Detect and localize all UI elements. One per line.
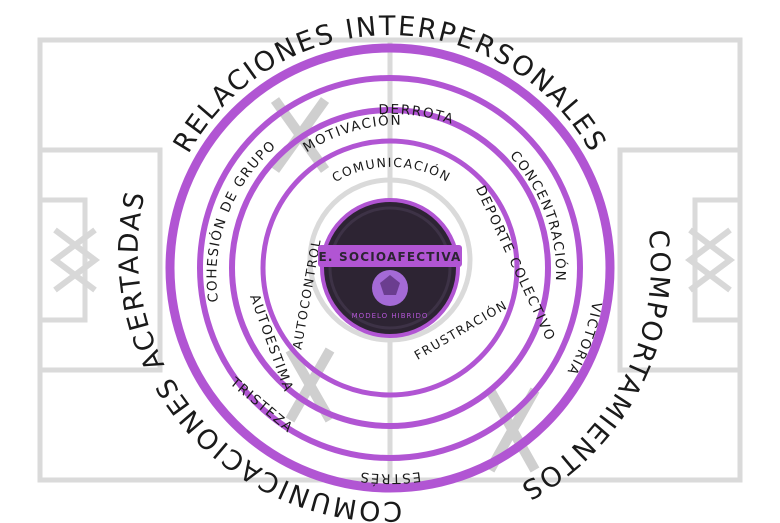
label-estres: ESTRÉS xyxy=(358,468,422,487)
badge-subtitle: MODELO HIBRIDO xyxy=(352,312,429,320)
left-player-icon xyxy=(55,230,95,290)
central-badge: E. SOCIOAFECTIVA MODELO HIBRIDO xyxy=(318,200,462,336)
outer-label-right: COMPORTAMIENTOS xyxy=(515,228,675,506)
badge-title: E. SOCIOAFECTIVA xyxy=(318,250,461,264)
pitch-left-goal-area xyxy=(40,200,85,320)
